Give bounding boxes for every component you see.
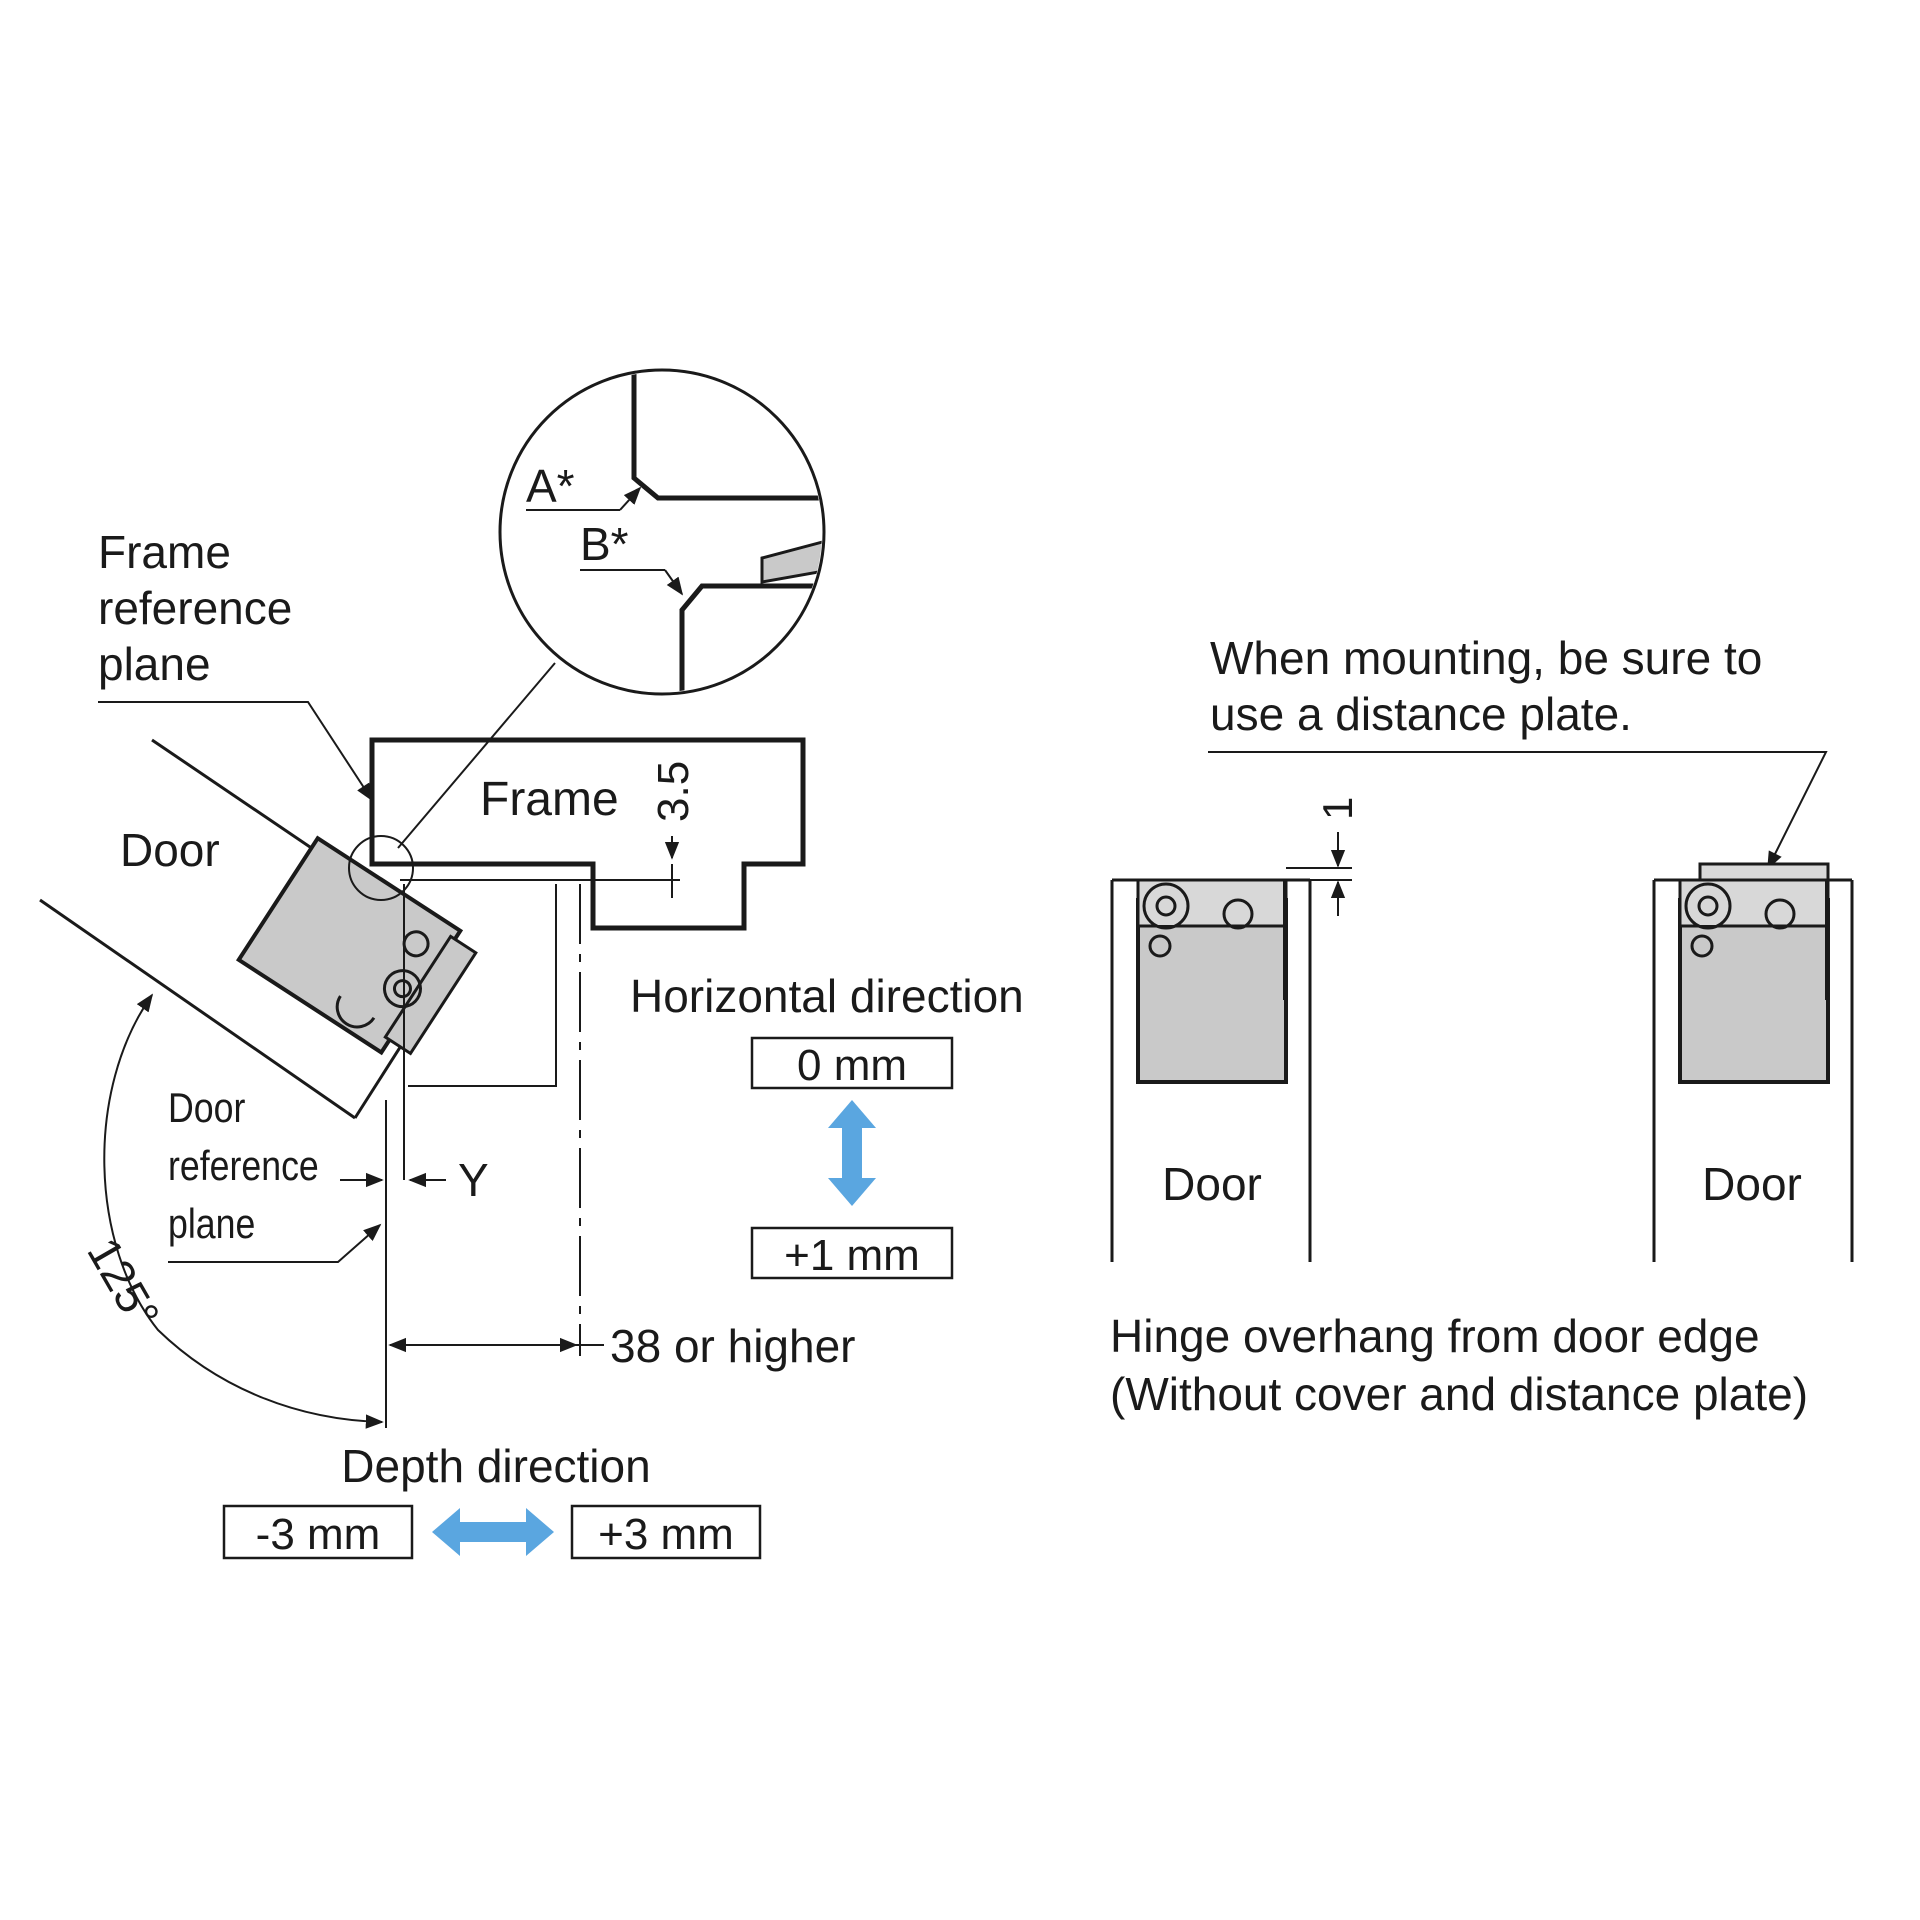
overhang-caption-line1: Hinge overhang from door edge xyxy=(1110,1310,1760,1362)
door-label-right-right: Door xyxy=(1702,1158,1802,1210)
depth-left-value: -3 mm xyxy=(256,1510,381,1559)
door-assembly-left: Door xyxy=(1110,878,1312,1262)
depth-left-box xyxy=(222,1504,414,1560)
door-assembly-right: Door xyxy=(1652,862,1854,1262)
horizontal-bottom-value: +1 mm xyxy=(784,1231,920,1280)
mounting-note-leader xyxy=(1208,751,1828,870)
depth-right-value: +3 mm xyxy=(598,1510,734,1559)
angle-label: 125° xyxy=(77,1229,170,1337)
door-ref-plane-line2: reference xyxy=(168,1143,319,1189)
door-label-left: Door xyxy=(120,824,220,876)
frame-ref-plane-line2: reference xyxy=(98,582,292,634)
depth-double-arrow xyxy=(432,1508,554,1556)
detail-magnified: A* B* xyxy=(498,368,826,696)
frame-outline xyxy=(369,737,806,931)
horizontal-bottom-box xyxy=(750,1226,954,1280)
overhang-caption-line2: (Without cover and distance plate) xyxy=(1110,1368,1808,1420)
detail-leader xyxy=(397,662,556,849)
y-dimension: Y xyxy=(458,1154,489,1206)
gap-dimension: 3.5 xyxy=(649,761,698,822)
horizontal-top-value: 0 mm xyxy=(797,1041,907,1090)
left-view: Frame 3.5 Door xyxy=(39,368,856,1429)
horizontal-double-arrow xyxy=(828,1100,876,1206)
overhang-dimension: 1 xyxy=(1314,797,1361,820)
frame-ref-plane-line3: plane xyxy=(98,638,211,690)
hinge-cup-rotated xyxy=(235,835,478,1056)
cup-extension xyxy=(408,884,557,1087)
detail-marker-small xyxy=(348,835,414,901)
angle-arc xyxy=(103,993,384,1429)
detail-label-a: A* xyxy=(526,460,575,512)
door-ref-plane-line3: plane xyxy=(168,1201,255,1247)
horizontal-adjustment: Horizontal direction 0 mm +1 mm xyxy=(630,970,1024,1280)
right-view: When mounting, be sure to use a distance… xyxy=(1110,632,1854,1420)
horizontal-direction-title: Horizontal direction xyxy=(630,970,1024,1022)
depth-right-box xyxy=(570,1504,762,1560)
horizontal-top-box xyxy=(750,1036,954,1090)
mounting-note-line1: When mounting, be sure to xyxy=(1210,632,1762,684)
detail-label-b: B* xyxy=(580,518,629,570)
frame-label: Frame xyxy=(480,773,619,826)
mounting-note-line2: use a distance plate. xyxy=(1210,688,1632,740)
frame-ref-plane-line1: Frame xyxy=(98,526,231,578)
door-ref-plane-line1: Door xyxy=(168,1085,245,1131)
depth-direction-title: Depth direction xyxy=(341,1440,650,1492)
door-label-right-left: Door xyxy=(1162,1158,1262,1210)
depth-dimension: 38 or higher xyxy=(610,1320,856,1372)
frame-ref-plane-leader xyxy=(98,701,373,802)
depth-adjustment: Depth direction -3 mm +3 mm xyxy=(222,1440,762,1560)
